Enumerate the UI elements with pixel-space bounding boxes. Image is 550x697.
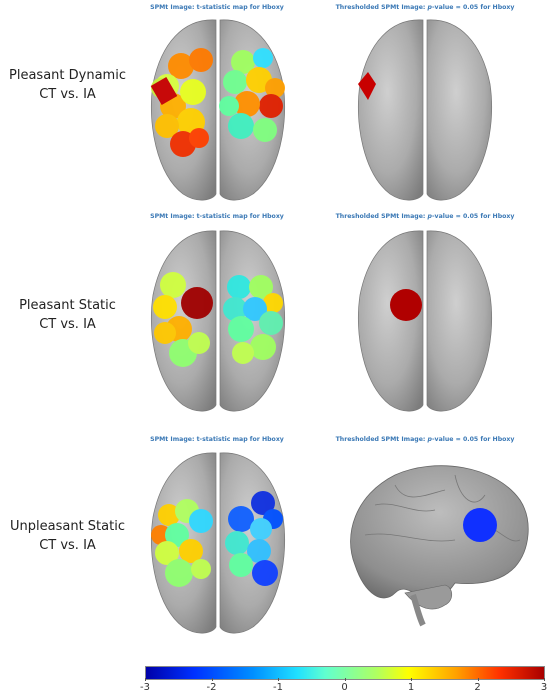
channel-blob [189,128,209,148]
channel-blob [165,559,193,587]
channel-blob [228,506,254,532]
right-hemisphere [426,230,493,412]
row-label-unpleasant-static: Unpleasant Static CT vs. IA [0,517,135,555]
colorbar-tick-label: -1 [273,682,283,693]
brain-thresholded-unpleasant-static-lateral [350,465,529,627]
channel-blob [223,297,247,321]
channel-blob [250,334,276,360]
channel-blob [155,114,179,138]
brain-tmap-pleasant-dynamic [150,19,286,201]
colorbar-tick-label: -2 [206,682,217,693]
channel-blob [229,553,253,577]
map-title: SPMt Image: t-statistic map for Hboxy [150,213,284,220]
brain-thresholded-pleasant-static [357,230,493,412]
channel-blob [165,523,189,547]
channel-blob [155,541,179,565]
channel-blob [249,275,273,299]
row-label-line2: CT vs. IA [39,87,96,102]
colorbar-tick-label: -3 [140,682,150,693]
colorbar-tick-mark [344,678,346,681]
row-label-pleasant-static: Pleasant Static CT vs. IA [0,296,135,334]
channel-blob [228,113,254,139]
channel-blob [253,118,277,142]
row-label-line2: CT vs. IA [39,538,96,553]
row-label-line1: Pleasant Static [19,298,116,313]
map-title: SPMt Image: t-statistic map for Hboxy [150,4,284,11]
significant-cluster [358,72,376,100]
colorbar-tick-mark [145,678,146,681]
channel-blob [253,48,273,68]
row-label-line2: CT vs. IA [39,317,96,332]
channel-blob [250,518,272,540]
channel-blob [265,78,285,98]
channel-blob [219,96,239,116]
channel-blob [251,491,275,515]
sulci [364,474,521,542]
channel-blob [247,539,271,563]
channel-blob [252,560,278,586]
channel-blob [225,531,249,555]
colorbar-tick-label: 2 [474,682,481,693]
channel-blob [160,272,186,298]
row-label-line1: Pleasant Dynamic [9,68,126,83]
channel-blob [263,293,283,313]
channel-blob [191,559,211,579]
colorbar-tick-label: 1 [407,682,415,693]
brain-thresholded-pleasant-dynamic [357,19,493,201]
significant-cluster [463,508,497,542]
threshold-title: Thresholded SPMt Image: p-value = 0.05 f… [335,4,515,11]
channel-blob [181,287,213,319]
channel-blob [153,295,177,319]
cerebrum [350,465,529,600]
threshold-title: Thresholded SPMt Image: p-value = 0.05 f… [335,213,515,220]
channel-blob [154,322,176,344]
channel-blob [151,525,171,545]
row-label-pleasant-dynamic: Pleasant Dynamic CT vs. IA [0,66,135,104]
channel-blob [180,79,206,105]
brain-tmap-unpleasant-static [150,452,286,634]
channel-blob [189,48,213,72]
threshold-title: Thresholded SPMt Image: p-value = 0.05 f… [335,436,515,443]
channel-blob [179,539,203,563]
channel-blob [223,70,247,94]
channel-blob [188,332,210,354]
colorbar-tick-mark [411,678,412,681]
channel-blob [232,342,254,364]
channel-blob [243,297,267,321]
right-hemisphere [426,19,493,201]
left-hemisphere [357,230,424,412]
map-title: SPMt Image: t-statistic map for Hboxy [150,436,284,443]
colorbar-tick-label: 3 [540,682,548,693]
channel-blob [259,311,283,335]
colorbar-tick-mark [278,678,279,681]
channel-blob [227,275,251,299]
brain-tmap-pleasant-static [150,230,286,412]
colorbar-tick-mark [211,678,213,681]
channel-blob [150,76,178,106]
colorbar-tick-mark [544,678,545,681]
row-label-line1: Unpleasant Static [10,519,125,534]
channel-blob [231,50,255,74]
colorbar-tick-label: 0 [341,682,348,693]
channel-blob [259,94,283,118]
channel-blob [158,504,180,526]
left-hemisphere [357,19,424,201]
channel-blob [168,53,194,79]
significant-cluster [390,289,422,321]
brainstem [410,594,426,627]
channel-blob [228,316,254,342]
channel-blob [234,91,260,117]
channel-blob [189,509,213,533]
colorbar-tick-mark [477,678,479,681]
